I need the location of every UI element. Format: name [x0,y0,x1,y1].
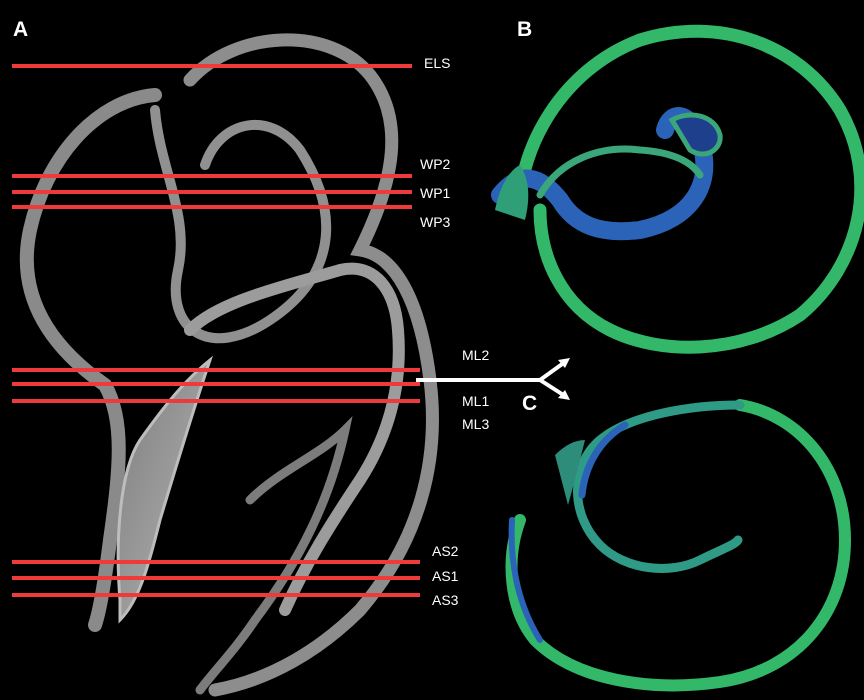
arrow-fork-head [540,362,565,396]
cut-label-els: ELS [424,55,450,71]
cut-label-wp2: WP2 [420,156,450,172]
panel-c-label: C [522,392,537,416]
upper-spiral-tip [672,115,720,154]
arrow-group [416,358,570,400]
cut-label-ml2: ML2 [462,347,489,363]
lower-spiral-outer-band [512,405,845,685]
specimen-image [27,40,433,690]
cut-label-as3: AS3 [432,592,458,608]
lower-spiral [512,405,845,685]
lower-spiral-inner-band [578,405,741,568]
upper-spiral [495,31,861,347]
cut-label-ml3: ML3 [462,416,489,432]
cut-label-wp3: WP3 [420,214,450,230]
panel-a-label: A [13,18,28,42]
cut-label-as2: AS2 [432,543,458,559]
upper-spiral-inner-edge [540,149,700,195]
panel-b-label: B [517,18,532,42]
cut-label-wp1: WP1 [420,185,450,201]
upper-spiral-inner-band [500,116,704,231]
cut-label-ml1: ML1 [462,393,489,409]
cut-label-as1: AS1 [432,568,458,584]
upper-spiral-left-fin [495,165,528,220]
